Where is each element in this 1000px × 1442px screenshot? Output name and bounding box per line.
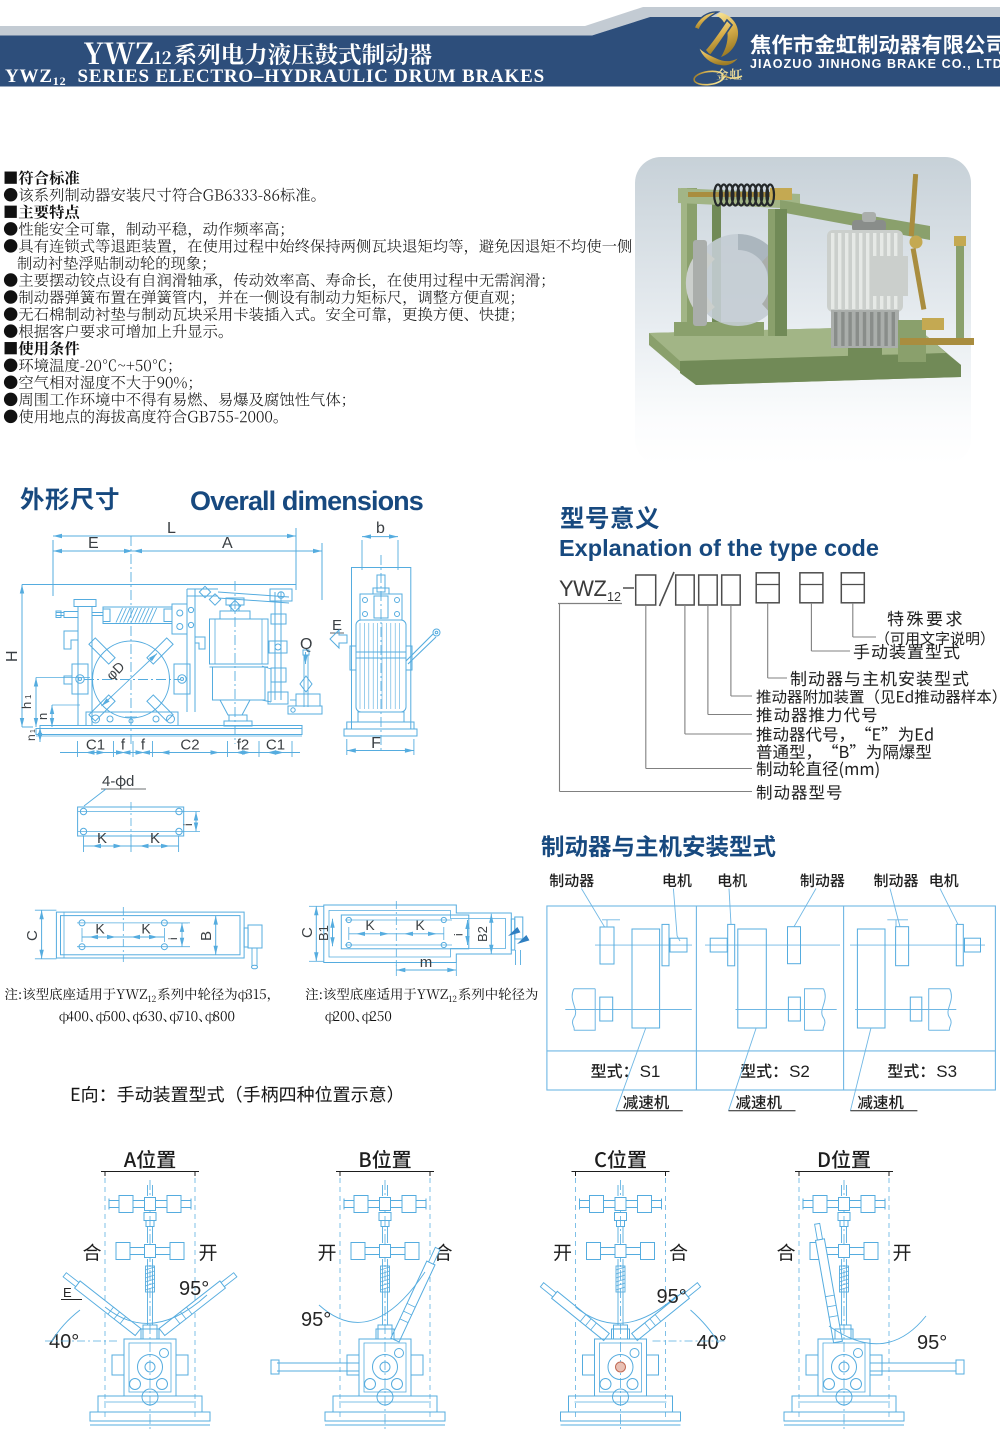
svg-text:YWZ: YWZ (559, 576, 606, 601)
svg-text:S1: S1 (640, 1062, 661, 1081)
svg-text:1: 1 (30, 729, 37, 733)
svg-text:f: f (141, 737, 146, 754)
svg-text:L: L (167, 520, 176, 537)
svg-text:C2: C2 (180, 737, 199, 754)
svg-text:n: n (24, 734, 38, 741)
svg-text:12: 12 (607, 590, 621, 604)
svg-text:m: m (420, 954, 433, 971)
svg-text:4-: 4- (102, 773, 115, 790)
svg-text:B1: B1 (316, 925, 331, 941)
svg-text:40°: 40° (49, 1331, 79, 1353)
svg-text:95°: 95° (917, 1332, 947, 1354)
svg-text:E: E (332, 617, 342, 634)
svg-text:f2: f2 (237, 737, 250, 754)
svg-text:K: K (415, 917, 425, 933)
svg-text:Q: Q (300, 636, 312, 653)
svg-text:K: K (97, 830, 107, 847)
svg-text:Overall dimensions: Overall dimensions (190, 486, 423, 516)
svg-text:S3: S3 (936, 1062, 957, 1081)
svg-text:i: i (181, 823, 195, 826)
svg-text:B2: B2 (475, 926, 490, 942)
svg-text:S2: S2 (789, 1062, 810, 1081)
svg-text:K: K (365, 917, 375, 933)
svg-text:95°: 95° (179, 1278, 209, 1300)
svg-text:f: f (121, 737, 126, 754)
svg-text:1: 1 (24, 694, 33, 699)
svg-text:C1: C1 (86, 737, 105, 754)
svg-text:C1: C1 (266, 737, 285, 754)
svg-text:40°: 40° (697, 1332, 727, 1354)
svg-text:JIAOZUO JINHONG BRAKE CO., LTD: JIAOZUO JINHONG BRAKE CO., LTD (750, 57, 1000, 71)
svg-text:K: K (95, 921, 105, 937)
svg-text:E: E (88, 535, 99, 552)
svg-text:n: n (35, 713, 50, 720)
svg-text:B: B (198, 931, 215, 941)
svg-text:A: A (222, 535, 233, 552)
svg-text:b: b (376, 520, 385, 537)
svg-text:i: i (166, 937, 180, 940)
svg-text:h: h (19, 702, 34, 709)
svg-text:K: K (150, 830, 160, 847)
svg-text:95°: 95° (301, 1309, 331, 1331)
svg-text:95°: 95° (657, 1286, 687, 1308)
svg-text:C: C (24, 930, 41, 941)
svg-text:Explanation of the type code: Explanation of the type code (559, 535, 879, 561)
svg-text:F: F (371, 735, 381, 752)
svg-text:H: H (4, 650, 21, 662)
svg-text:E: E (63, 1285, 72, 1300)
svg-text:i: i (452, 933, 466, 936)
svg-text:C: C (299, 927, 316, 938)
svg-text:d: d (126, 773, 134, 790)
svg-text:K: K (141, 921, 151, 937)
